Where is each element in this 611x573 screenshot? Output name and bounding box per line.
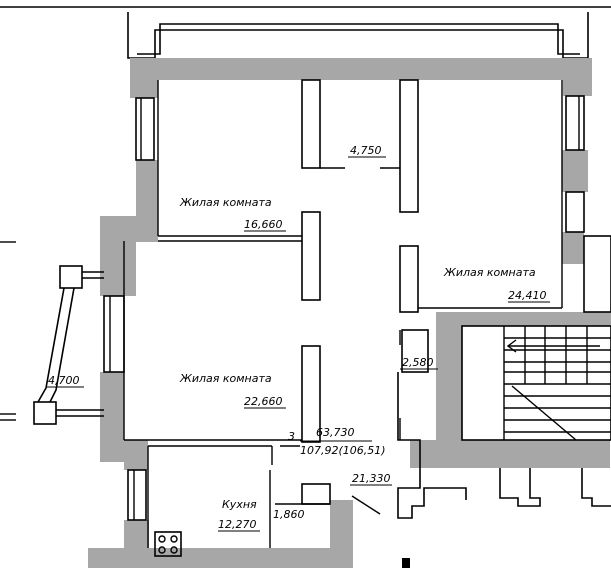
- kitchen-area: 12,270: [218, 518, 257, 531]
- room-area-1: 16,660: [244, 218, 283, 231]
- exterior-walls: [88, 58, 611, 568]
- kitchen-label: Кухня: [222, 498, 257, 511]
- hall-area: 4,750: [350, 144, 382, 157]
- balcony-area: 4,700: [48, 374, 80, 387]
- window-icon: [103, 95, 611, 521]
- living-area-total: 63,730: [316, 426, 355, 439]
- room-label-1: Жилая комната: [179, 196, 272, 209]
- wardrobe-area: 2,580: [402, 356, 434, 369]
- corridor-area: 21,330: [352, 472, 391, 485]
- total-area: 107,92(106,51): [300, 444, 386, 457]
- bathroom-area: 1,860: [273, 508, 305, 521]
- door-icon: [399, 330, 410, 568]
- top-loggia: [127, 12, 589, 59]
- staircase-icon: [461, 325, 611, 441]
- room-label-3: Жилая комната: [179, 372, 272, 385]
- stove-icon: [154, 531, 182, 557]
- left-balcony: [0, 241, 104, 425]
- interior-walls: [123, 79, 563, 548]
- apartment-number: 3: [288, 430, 295, 443]
- lobby-outline: [269, 329, 611, 548]
- room-area-3: 22,660: [244, 395, 283, 408]
- room-label-2: Жилая комната: [443, 266, 536, 279]
- room-area-2: 24,410: [508, 289, 547, 302]
